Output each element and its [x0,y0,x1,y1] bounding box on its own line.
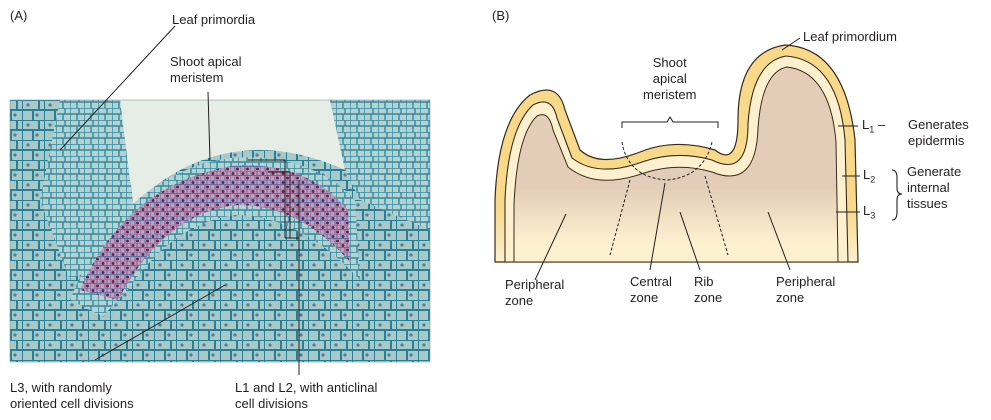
peripheral-zone-left-label: Peripheral zone [505,277,564,309]
peripheral-left-line1: Peripheral [505,277,564,293]
rib-line2: zone [694,290,722,306]
peripheral-zone-right-label: Peripheral zone [776,274,835,306]
peripheral-right-line2: zone [776,290,835,306]
rib-zone-label: Rib zone [694,274,722,306]
central-line1: Central [630,274,672,290]
rib-line1: Rib [694,274,722,290]
l2-subscript: 2 [870,175,875,185]
sam-b-line3: meristem [643,87,696,103]
sam-a-line1: Shoot apical [170,54,242,70]
sam-b-line1: Shoot [643,55,696,71]
l1-description: Generates epidermis [908,117,969,149]
peripheral-left-line2: zone [505,293,564,309]
panel-b-label: (B) [492,8,509,24]
central-zone-label: Central zone [630,274,672,306]
shoot-apical-meristem-label-b: Shoot apical meristem [643,55,696,103]
central-line2: zone [630,290,672,306]
l1-desc-line2: epidermis [908,133,969,149]
l3-line2: oriented cell divisions [10,396,134,412]
l3-label: L3 [863,203,875,224]
meristem-diagram [495,38,902,280]
l3-line1: L3, with randomly [10,380,134,396]
sam-b-line2: apical [643,71,696,87]
shoot-apical-meristem-label-a: Shoot apical meristem [170,54,242,86]
l1-l2-description-label: L1 and L2, with anticlinal cell division… [235,380,377,412]
l1l2-line2: cell divisions [235,396,377,412]
l2-label: L2 [863,167,875,188]
leaf-primordium-label: Leaf primordium [803,29,897,45]
panel-a-label: (A) [10,8,27,24]
internal-line2: internal [907,180,961,196]
peripheral-right-line1: Peripheral [776,274,835,290]
l1-desc-line1: Generates [908,117,969,133]
internal-tissues-description: Generate internal tissues [907,164,961,212]
l1l2-line1: L1 and L2, with anticlinal [235,380,377,396]
l1-subscript: 1 [869,125,874,135]
leaf-primordia-label: Leaf primordia [172,12,255,28]
l3-subscript: 3 [870,211,875,221]
micrograph-image [10,100,430,362]
internal-line3: tissues [907,196,961,212]
internal-line1: Generate [907,164,961,180]
sam-a-line2: meristem [170,70,242,86]
l3-description-label: L3, with randomly oriented cell division… [10,380,134,412]
l1-label: L1 – [862,117,885,138]
